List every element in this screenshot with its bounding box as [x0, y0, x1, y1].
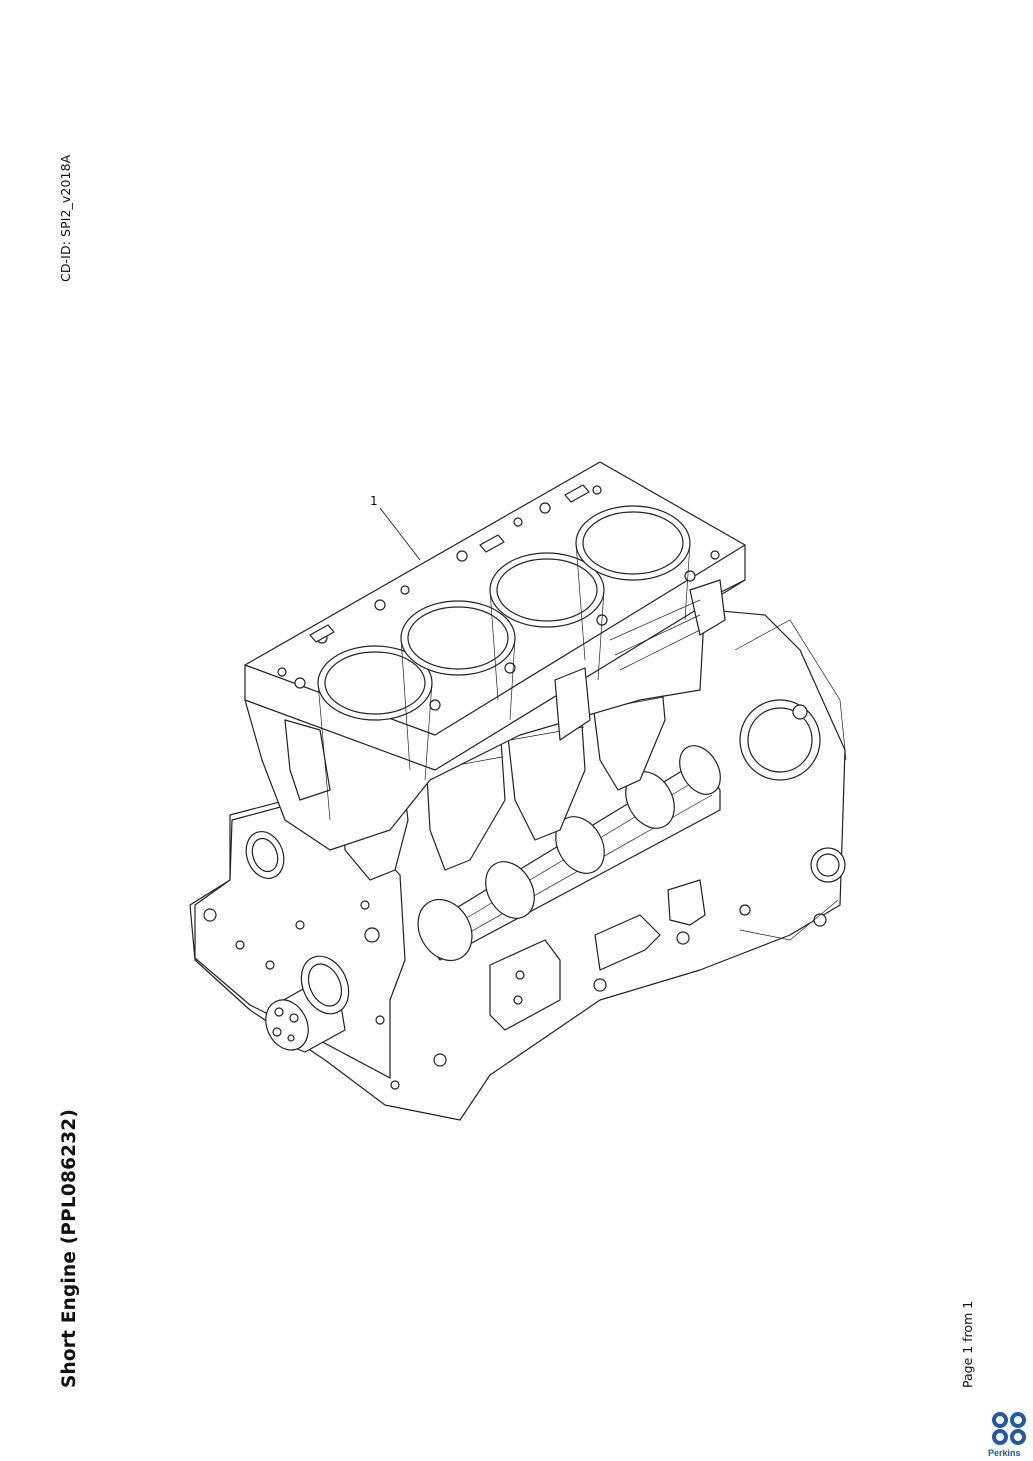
bore-4: [575, 505, 691, 581]
cd-id-label: CD-ID: SPI2_v2018A: [58, 154, 73, 282]
perkins-logo: [992, 1412, 1026, 1445]
document-title: Short Engine (PPL086232): [59, 1108, 80, 1388]
bore-2: [400, 600, 516, 676]
callout-leader-1: [379, 507, 421, 561]
side-bracket: [489, 939, 561, 1031]
rear-plate: [194, 794, 406, 1079]
page-number: Page 1 from 1: [960, 1300, 975, 1388]
engine-illustration: 1: [189, 461, 847, 1121]
right-bore: [739, 699, 821, 781]
perkins-logo-text: Perkins: [988, 1448, 1021, 1458]
callout-label-1: 1: [370, 494, 378, 508]
